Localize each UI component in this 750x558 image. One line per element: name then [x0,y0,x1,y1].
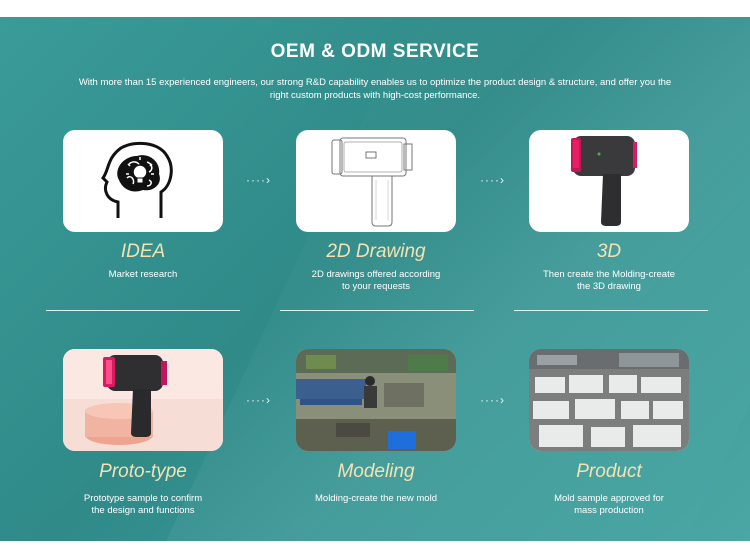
3d-card [529,130,689,232]
page-title: OEM & ODM SERVICE [270,41,480,62]
step-desc-line: the design and functions [91,505,195,516]
arrow-2: ····› [480,173,505,187]
divider-1 [46,310,240,311]
step-desc-2d-drawing: 2D drawings offered according to your re… [256,269,496,293]
step-title-proto-type: Proto-type [99,461,187,482]
step-desc-3d: Then create the Molding-create the 3D dr… [489,269,729,293]
line-drawing-image [331,137,413,227]
arrow-4: ····› [480,393,505,407]
intro-line-1: With more than 15 experienced engineers,… [78,77,672,88]
step-title-product: Product [576,461,642,482]
arrow-3: ····› [246,393,271,407]
step-desc-line: to your requests [341,281,411,292]
step-desc-line: Molding-create the new mold [315,493,437,504]
3d-render-image [571,136,637,226]
oem-odm-panel: OEM & ODM SERVICE With more than 15 expe… [0,17,750,541]
step-title-3d: 3D [596,241,622,262]
production-photo [529,349,689,451]
step-desc-line: Mold sample approved for [554,493,664,504]
divider-3 [514,310,708,311]
2d-drawing-card [296,130,456,232]
idea-card [63,130,223,232]
modeling-card [296,349,456,451]
step-title-2d-drawing: 2D Drawing [326,241,426,262]
brain-lightbulb-icon [101,141,173,218]
step-desc-modeling: Molding-create the new mold [256,493,496,505]
step-desc-line: Then create the Molding-create [542,269,676,280]
step-title-modeling: Modeling [337,461,415,482]
step-desc-idea: Market research [23,269,263,281]
step-desc-line: Market research [108,269,178,280]
intro-line-2: right custom products with high-cost per… [269,90,481,101]
step-title-idea: IDEA [120,241,166,262]
prototype-card [63,349,223,451]
workshop-photo [296,349,456,451]
step-desc-line: Prototype sample to confirm [83,493,203,504]
step-desc-line: mass production [574,505,644,516]
arrow-1: ····› [246,173,271,187]
prototype-photo [63,349,223,451]
intro-text: With more than 15 experienced engineers,… [70,76,680,102]
divider-2 [280,310,474,311]
product-card [529,349,689,451]
step-desc-line: the 3D drawing [577,281,641,292]
step-desc-proto-type: Prototype sample to confirm the design a… [23,493,263,517]
step-desc-product: Mold sample approved for mass production [489,493,729,517]
step-desc-line: 2D drawings offered according [311,269,441,280]
